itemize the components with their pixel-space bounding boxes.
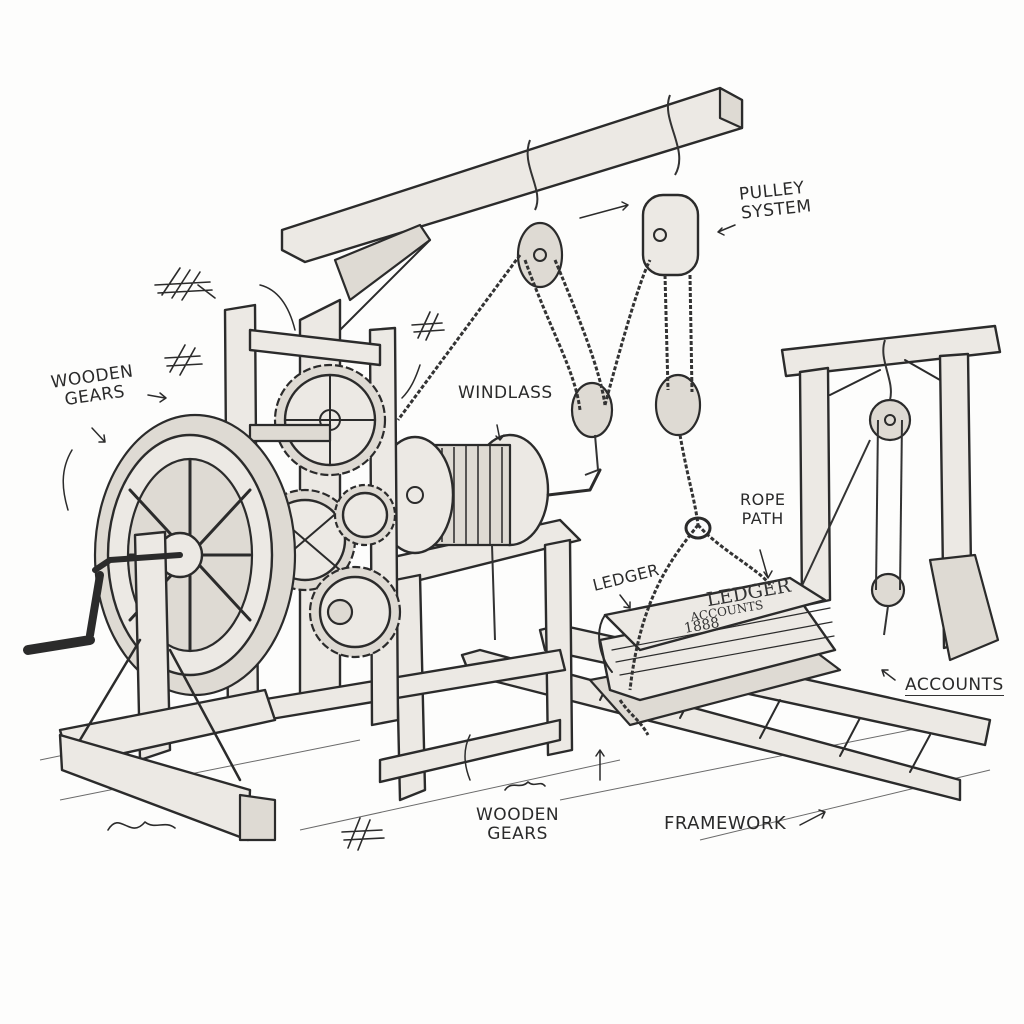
label-rope-path: ROPE PATH	[740, 490, 786, 528]
right-gallows	[780, 324, 1002, 662]
label-wooden-gears-bottom: WOODEN GEARS	[476, 805, 560, 844]
doodle-marks	[107, 267, 546, 851]
label-pulley-system: PULLEY SYSTEM	[738, 177, 813, 224]
label-framework: FRAMEWORK	[664, 813, 787, 834]
label-windlass: WINDLASS	[458, 383, 553, 403]
crank-wheel-assembly	[23, 413, 297, 842]
windlass-assembly	[258, 433, 602, 802]
pulley-system-drawing	[396, 94, 772, 736]
annotation-arrows	[62, 201, 896, 826]
ledger-book-drawing	[588, 576, 842, 727]
label-accounts: ACCOUNTS	[905, 675, 1004, 696]
